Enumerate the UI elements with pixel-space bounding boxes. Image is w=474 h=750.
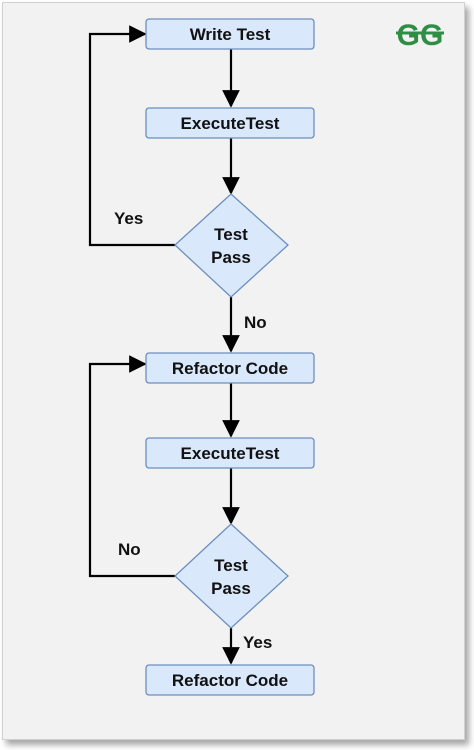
node-execute-test-2: ExecuteTest: [145, 437, 315, 469]
edge-decision-1-yes-loop: [88, 25, 175, 247]
node-execute-test-1: ExecuteTest: [145, 107, 315, 139]
node-decision-1: Test Pass: [174, 193, 289, 298]
node-decision-1-diamond: [174, 193, 289, 298]
gfg-logo: GG: [396, 19, 444, 52]
node-decision-1-label-line1: Test: [214, 225, 248, 244]
node-refactor-code-1: Refactor Code: [145, 352, 315, 384]
gfg-logo-text: GG: [397, 19, 444, 52]
node-decision-2: Test Pass: [174, 523, 289, 629]
node-write-test: Write Test: [145, 18, 315, 50]
node-refactor-code-2-label: Refactor Code: [172, 671, 288, 690]
node-write-test-box: [145, 18, 315, 50]
node-refactor-code-1-box: [145, 352, 315, 384]
node-decision-2-label-line1: Test: [214, 556, 248, 575]
node-decision-1-label-line2: Pass: [211, 248, 251, 267]
node-execute-test-2-box: [145, 437, 315, 469]
edge-decision-2-no-loop: [88, 355, 175, 578]
edge-label-decision-1-yes: Yes: [114, 209, 143, 228]
node-execute-test-1-box: [145, 107, 315, 139]
node-refactor-code-2-box: [145, 664, 315, 696]
node-refactor-code-2: Refactor Code: [145, 664, 315, 696]
node-refactor-code-1-label: Refactor Code: [172, 359, 288, 378]
edge-label-decision-2-yes: Yes: [243, 633, 272, 652]
edge-label-decision-2-no: No: [118, 540, 141, 559]
node-write-test-label: Write Test: [190, 25, 271, 44]
edge-label-decision-1-no: No: [244, 313, 267, 332]
node-execute-test-1-label: ExecuteTest: [181, 114, 280, 133]
node-decision-2-diamond: [174, 523, 289, 629]
node-decision-2-label-line2: Pass: [211, 579, 251, 598]
node-execute-test-2-label: ExecuteTest: [181, 444, 280, 463]
